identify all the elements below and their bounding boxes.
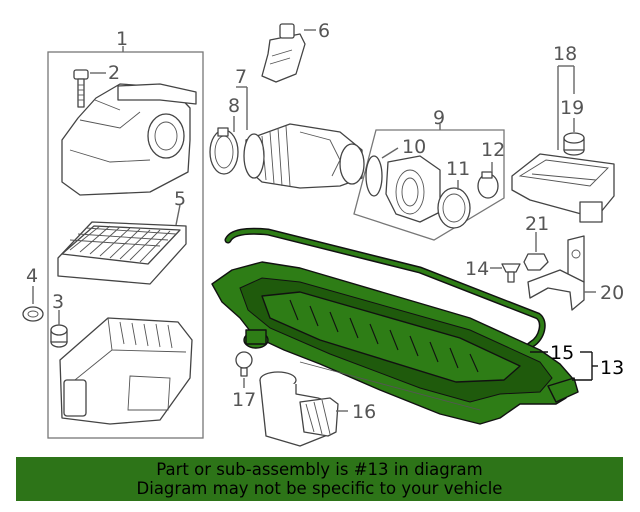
exploded-parts-diagram: 1 2 3 4 5 6 7 8 9 10 11 12 13 14 15 16 1…	[22, 20, 624, 447]
clamp-part-12	[477, 171, 499, 199]
notice-line-2: Diagram may not be specific to your vehi…	[136, 479, 503, 498]
seal-part-10	[365, 155, 383, 197]
resonator-part	[385, 155, 441, 223]
callout-7: 7	[235, 66, 247, 88]
clamp-part-8	[209, 127, 239, 175]
callout-3: 3	[52, 291, 64, 313]
cap-part-19	[563, 132, 585, 156]
mount-insulator-part	[50, 324, 68, 348]
callout-12: 12	[481, 139, 505, 161]
air-cleaner-cover-part	[61, 83, 197, 196]
callout-21: 21	[525, 213, 549, 235]
callout-20: 20	[600, 282, 624, 304]
callout-8: 8	[228, 95, 240, 117]
snorkel-duct-part-16	[259, 371, 339, 447]
assembly-1-frame	[47, 51, 204, 439]
callout-17: 17	[232, 389, 256, 411]
callout-10: 10	[402, 136, 426, 158]
notice-line-1: Part or sub-assembly is #13 in diagram	[156, 460, 483, 479]
callout-13: 13	[600, 357, 624, 379]
nut-part-21	[523, 253, 549, 271]
push-pin-part	[501, 263, 521, 283]
callout-6: 6	[318, 20, 330, 42]
clamp-part-11	[437, 187, 471, 229]
air-cleaner-tray-part-13	[211, 261, 579, 425]
bolt-part	[73, 69, 89, 108]
callout-4: 4	[26, 265, 38, 287]
notice-banner: Part or sub-assembly is #13 in diagram D…	[16, 457, 623, 501]
intake-duct-part	[243, 123, 365, 189]
callout-9: 9	[433, 107, 445, 129]
mass-airflow-sensor-part	[261, 23, 306, 83]
clip-part-17	[235, 351, 253, 377]
callout-18: 18	[553, 43, 577, 65]
bracket-part-20	[527, 235, 585, 311]
resonator-cover-part	[511, 153, 615, 223]
air-filter-element-part	[57, 221, 187, 285]
callout-14: 14	[465, 258, 489, 280]
callout-16: 16	[352, 401, 376, 423]
callout-19: 19	[560, 97, 584, 119]
callout-15: 15	[550, 342, 574, 364]
grommet-part	[22, 306, 44, 322]
callout-5: 5	[174, 188, 186, 210]
callout-11: 11	[446, 158, 470, 180]
air-cleaner-housing-part	[59, 317, 193, 425]
callout-2: 2	[108, 62, 120, 84]
assembly-9-frame	[353, 129, 505, 241]
seal-part-15	[226, 229, 545, 354]
callout-1: 1	[116, 28, 128, 50]
